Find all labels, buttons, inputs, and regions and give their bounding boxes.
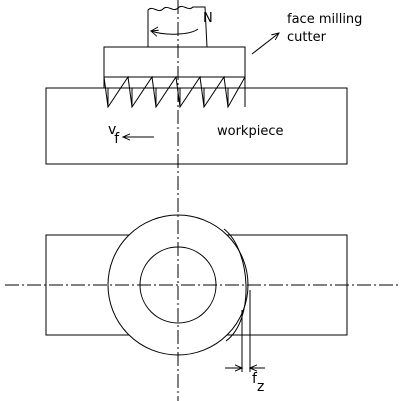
rotation-label: N (203, 11, 213, 26)
rotation-arrow (151, 28, 199, 34)
feed-velocity-subscript: f (114, 131, 120, 147)
cutter-label-line1: face milling (287, 12, 362, 27)
cutter-second-pass-arc (223, 228, 247, 342)
cutter-leader-line (251, 33, 279, 55)
cutter-teeth (103, 75, 246, 109)
workpiece-block (45, 87, 348, 165)
top-view: fz (45, 214, 348, 395)
workpiece-label: workpiece (217, 124, 283, 139)
feed-per-tooth-symbol: f (252, 371, 258, 387)
feed-per-tooth-subscript: z (257, 379, 264, 395)
feed-velocity-symbol: v (108, 122, 116, 138)
cutter-label-line2: cutter (287, 30, 327, 45)
feed-per-tooth-label: fz (252, 371, 264, 395)
spindle-shaft (147, 5, 208, 48)
cutter-body (103, 46, 246, 78)
